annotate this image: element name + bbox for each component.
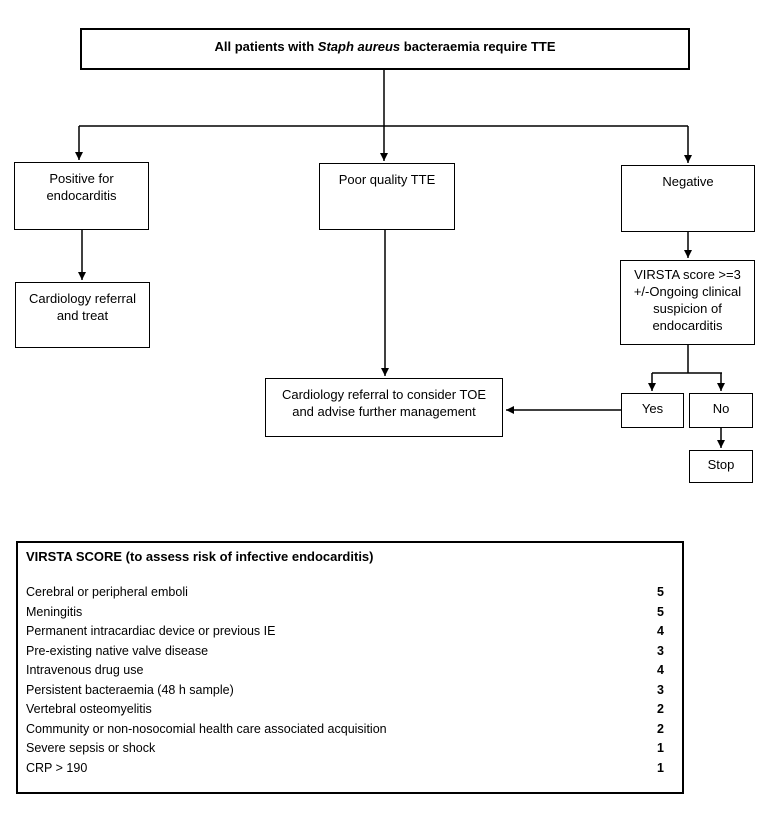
node-negative-label: Negative (662, 174, 714, 189)
node-positive-line1: Positive for (49, 171, 114, 186)
score-row: Vertebral osteomyelitis 2 (18, 702, 682, 722)
node-no: No (689, 393, 753, 428)
score-row-item: Cerebral or peripheral emboli (26, 585, 188, 599)
node-poor-quality-tte: Poor quality TTE (319, 163, 455, 230)
score-row-value: 5 (657, 604, 664, 619)
score-row-item: CRP > 190 (26, 760, 88, 775)
node-virsta-line4: endocarditis (652, 318, 723, 333)
score-row-item: Community or non-nosocomial health care … (26, 721, 387, 736)
score-row-item: Vertebral osteomyelitis (26, 702, 152, 716)
node-stop: Stop (689, 450, 753, 483)
score-row-value: 4 (657, 663, 664, 677)
score-row-value: 3 (657, 682, 664, 697)
score-row-value: 1 (657, 760, 664, 775)
score-row: Community or non-nosocomial health care … (18, 722, 682, 742)
score-row: Pre-existing native valve disease 3 (18, 644, 682, 664)
node-yes-label: Yes (641, 401, 664, 416)
score-row-item: Pre-existing native valve disease (26, 643, 209, 658)
node-negative: Negative (621, 165, 755, 232)
score-row: Meningitis 5 (18, 605, 682, 625)
node-cardiology-treat-line2: and treat (56, 308, 109, 323)
score-row-item: Intravenous drug use (26, 663, 144, 677)
score-row-item: Permanent intracardiac device or previou… (26, 624, 276, 638)
score-row: Cerebral or peripheral emboli 5 (18, 585, 682, 605)
virsta-score-table-title: VIRSTA SCORE (to assess risk of infectiv… (26, 549, 374, 564)
top-box-text-italic: Staph aureus (317, 39, 401, 54)
connector-virsta-split (652, 345, 722, 374)
score-row: CRP > 190 1 (18, 761, 682, 781)
score-row-item: Persistent bacteraemia (48 h sample) (26, 682, 234, 697)
node-cardiology-referral-treat: Cardiology referral and treat (15, 282, 150, 348)
top-box-text-prefix: All patients with (214, 39, 318, 54)
node-no-label: No (712, 401, 730, 416)
score-row-value: 1 (657, 741, 664, 755)
node-virsta-criteria: VIRSTA score >=3 +/-Ongoing clinical sus… (620, 260, 755, 345)
score-row-value: 2 (657, 702, 664, 716)
node-virsta-line2: +/-Ongoing clinical (633, 284, 742, 299)
score-row-item: Severe sepsis or shock (26, 741, 156, 755)
node-positive-line2: endocarditis (46, 188, 117, 203)
score-row-value: 4 (657, 624, 664, 638)
virsta-score-table-rows: Cerebral or peripheral emboli 5 Meningit… (18, 585, 682, 780)
node-all-patients: All patients with Staph aureus bacteraem… (80, 28, 690, 70)
node-virsta-line1: VIRSTA score >=3 (634, 267, 741, 282)
score-row: Persistent bacteraemia (48 h sample) 3 (18, 683, 682, 703)
node-yes: Yes (621, 393, 684, 428)
node-cardiology-treat-line1: Cardiology referral (29, 291, 136, 306)
node-positive-endocarditis: Positive for endocarditis (14, 162, 149, 230)
top-box-text-suffix: bacteraemia require TTE (400, 39, 556, 54)
node-toe-line1: Cardiology referral to consider TOE (281, 387, 486, 402)
score-row: Permanent intracardiac device or previou… (18, 624, 682, 644)
virsta-score-table: VIRSTA SCORE (to assess risk of infectiv… (16, 541, 684, 794)
node-virsta-line3: suspicion of (653, 301, 722, 316)
score-row: Intravenous drug use 4 (18, 663, 682, 683)
score-row-value: 3 (657, 643, 664, 658)
node-stop-label: Stop (707, 457, 735, 472)
node-toe-referral: Cardiology referral to consider TOE and … (265, 378, 503, 437)
score-row-item: Meningitis (26, 604, 83, 619)
score-row-value: 2 (657, 721, 664, 736)
node-toe-line2: and advise further management (292, 404, 476, 419)
score-row: Severe sepsis or shock 1 (18, 741, 682, 761)
score-row-value: 5 (657, 585, 664, 599)
node-poor-quality-label: Poor quality TTE (338, 172, 436, 187)
